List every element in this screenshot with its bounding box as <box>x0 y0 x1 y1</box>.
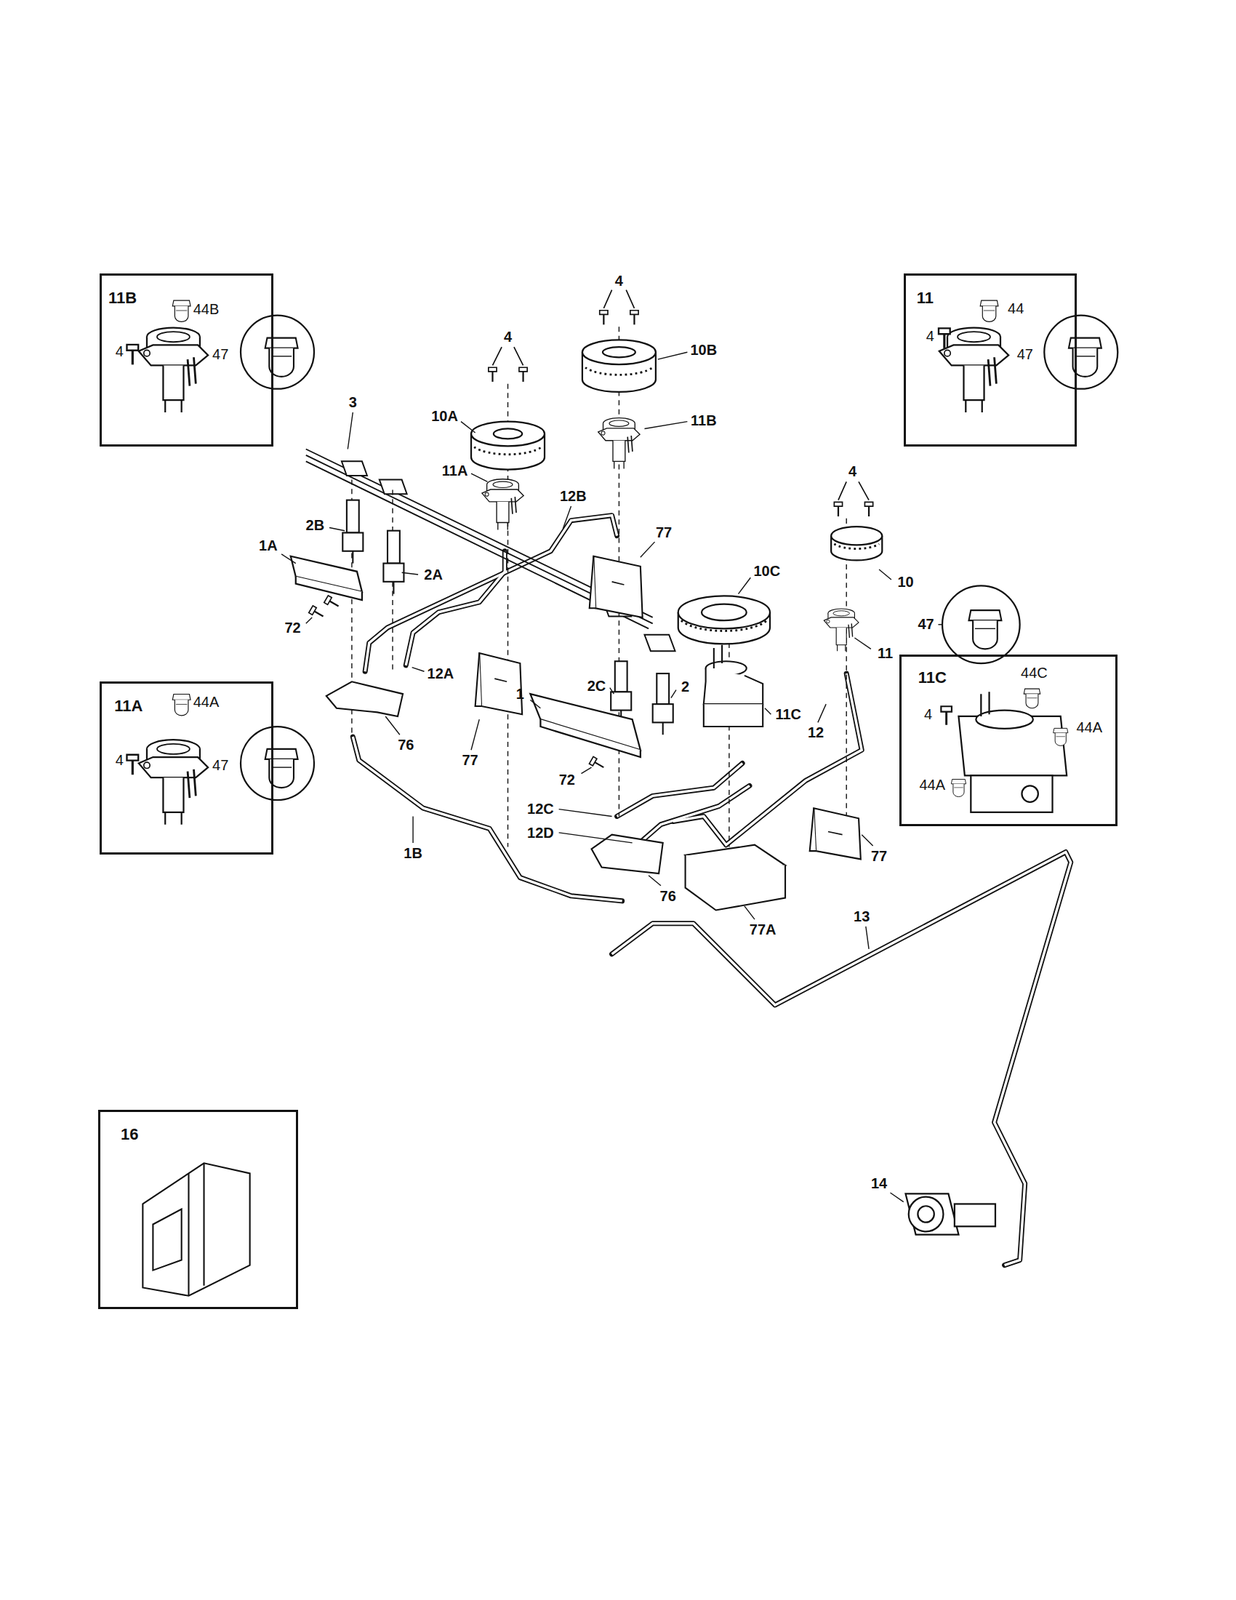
callout-number: 44C <box>1020 665 1048 680</box>
callout-number: 12B <box>559 488 587 504</box>
callout-number: 11A <box>442 463 469 478</box>
callout-number: 11C <box>775 706 802 722</box>
callout-number: 13 <box>853 908 870 924</box>
callout-number: 2B <box>306 517 325 533</box>
inset-heading: 11A <box>114 697 143 714</box>
callout-number: 77 <box>461 752 478 768</box>
callout-number: 47 <box>212 757 229 773</box>
callout-number: 4 <box>848 463 857 479</box>
callout-number: 1B <box>403 845 423 861</box>
callout-number: 44 <box>1007 301 1024 316</box>
callout-number: 4 <box>926 328 935 344</box>
callout-number: 2C <box>587 678 607 693</box>
callout-number: 11 <box>877 645 893 661</box>
inset-heading: 11C <box>918 669 947 686</box>
callout-number: 47 <box>212 346 229 362</box>
callout-number: 10 <box>897 574 914 589</box>
callout-number: 4 <box>615 273 624 288</box>
inset-box: 11C 44C 4 44A 44A <box>899 654 1118 826</box>
inset-heading: 11 <box>916 290 934 307</box>
inset-heading: 11B <box>108 290 137 307</box>
callout-number: 72 <box>284 620 301 635</box>
callout-number: 44A <box>193 694 220 709</box>
inset-box: 11A 44A 4 47 <box>99 681 273 855</box>
callout-number: 11B <box>690 412 717 428</box>
callout-number: 4 <box>115 343 124 359</box>
inset-box: 16 <box>98 1109 299 1309</box>
callout-number: 14 <box>871 1175 888 1191</box>
callout-number: 1A <box>258 538 278 553</box>
callout-number: 77 <box>871 848 888 864</box>
callout-number: 4 <box>924 706 933 722</box>
callout-number: 4 <box>503 329 512 344</box>
callout-number: 72 <box>559 772 576 787</box>
callout-number: 77 <box>655 524 672 540</box>
callout-number: 4 <box>115 752 124 768</box>
inset-box: 11B 44B 4 47 <box>99 273 273 447</box>
callout-number: 10B <box>689 342 717 357</box>
callout-number: 77A <box>749 921 777 937</box>
callout-number: 44A <box>1076 719 1103 735</box>
callout-number: 1 <box>516 686 525 701</box>
callout-number: 3 <box>348 394 357 410</box>
callout-number: 47 <box>917 616 934 632</box>
callout-number: 44B <box>193 301 220 317</box>
callout-number: 10C <box>753 563 781 579</box>
callout-number: 12A <box>427 665 455 681</box>
callout-number: 12 <box>807 724 824 740</box>
callout-number: 2 <box>681 679 690 694</box>
callout-number: 76 <box>660 888 677 904</box>
callout-number: 2A <box>423 567 443 582</box>
callout-number: 47 <box>1017 346 1034 362</box>
callout-number: 12D <box>527 825 555 840</box>
inset-heading: 16 <box>120 1126 139 1143</box>
callout-number: 44A <box>919 777 946 792</box>
callout-number: 10A <box>431 408 459 424</box>
callout-number: 12C <box>527 801 555 816</box>
callout-number: 76 <box>397 737 414 752</box>
inset-box: 1144447 <box>903 273 1077 447</box>
